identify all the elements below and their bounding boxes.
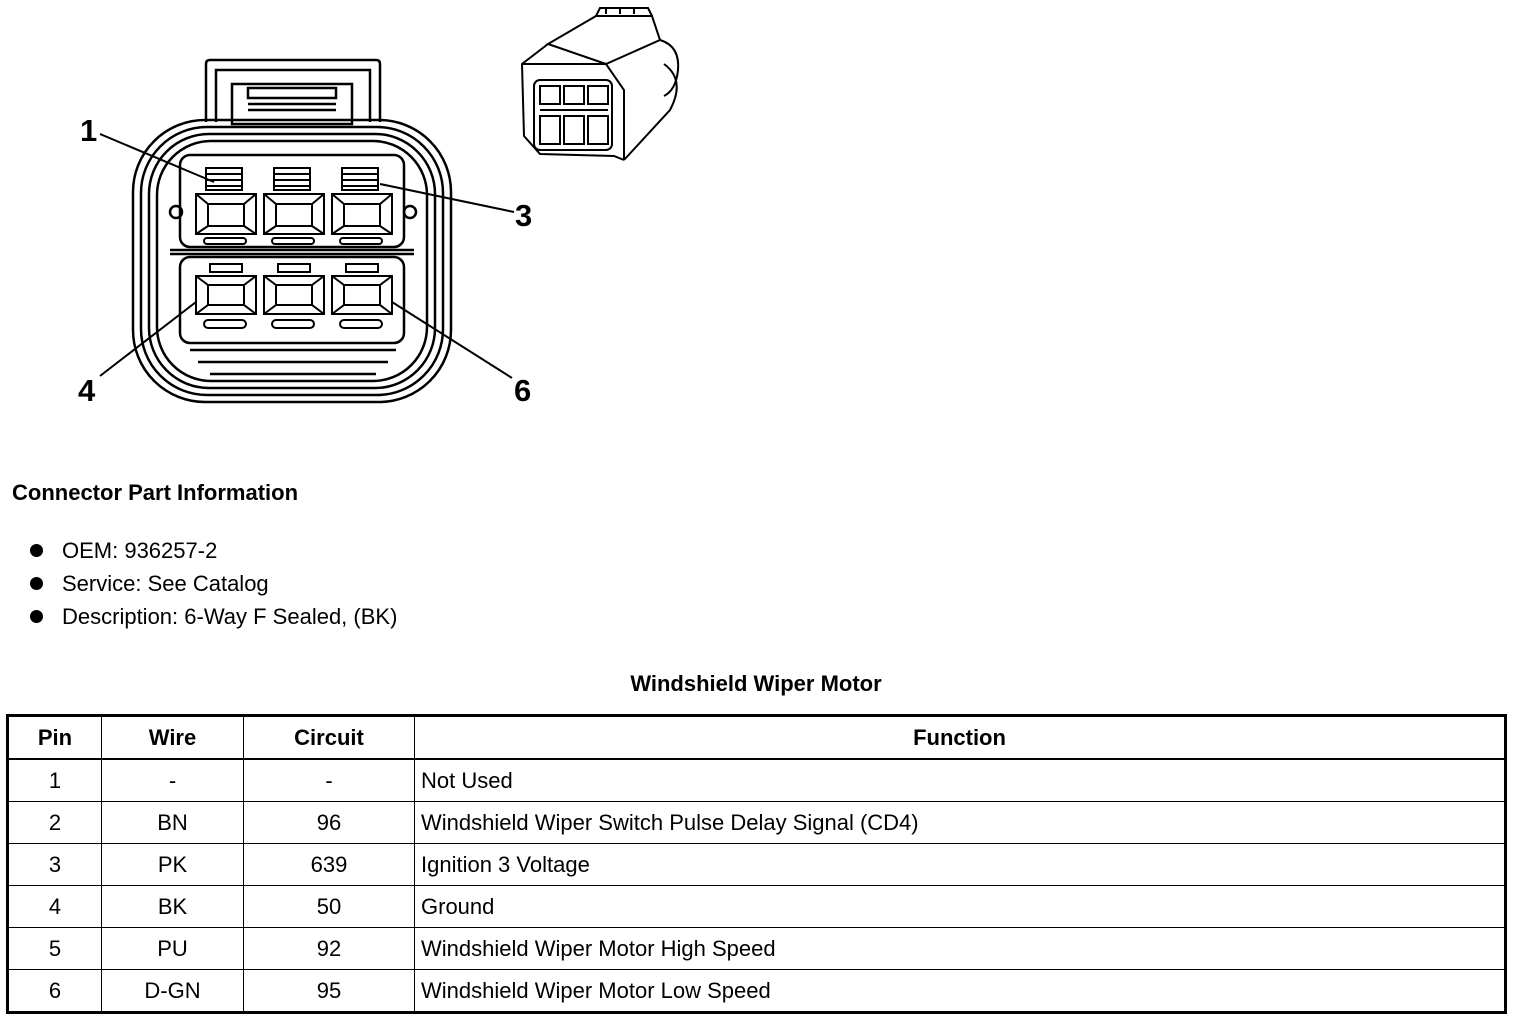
info-service: Service: See Catalog	[62, 571, 269, 596]
cell-function: Ground	[414, 885, 1506, 928]
cell-wire: BN	[101, 801, 244, 844]
table-title: Windshield Wiper Motor	[630, 671, 882, 696]
top-terminals	[195, 167, 393, 245]
cell-circuit: 95	[243, 969, 415, 1013]
cell-pin: 2	[7, 801, 102, 844]
cell-function: Windshield Wiper Motor High Speed	[414, 927, 1506, 970]
table-row: 6 D-GN 95 Windshield Wiper Motor Low Spe…	[7, 969, 1506, 1013]
cell-pin: 3	[7, 843, 102, 886]
table-row: 5 PU 92 Windshield Wiper Motor High Spee…	[7, 927, 1506, 970]
header-wire: Wire	[101, 715, 244, 760]
terminal-pin-1	[195, 167, 257, 235]
cell-wire: -	[101, 758, 244, 802]
cell-circuit: 96	[243, 801, 415, 844]
connector-info-list: OEM: 936257-2 Service: See Catalog Descr…	[30, 534, 397, 633]
bullet-icon	[30, 544, 43, 557]
cell-pin: 5	[7, 927, 102, 970]
connector-face	[131, 58, 453, 404]
cell-wire: PU	[101, 927, 244, 970]
cell-wire: BK	[101, 885, 244, 928]
table-row: 3 PK 639 Ignition 3 Voltage	[7, 843, 1506, 886]
connector-diagram: 1 3 4 6	[78, 7, 680, 408]
callout-pin-3: 3	[515, 198, 532, 233]
cell-function: Ignition 3 Voltage	[414, 843, 1506, 886]
list-item: Description: 6-Way F Sealed, (BK)	[30, 600, 397, 633]
terminal-pin-6	[331, 263, 393, 315]
callout-pin-1: 1	[80, 113, 97, 148]
info-description: Description: 6-Way F Sealed, (BK)	[62, 604, 398, 629]
connector-3d-view	[520, 7, 680, 161]
info-oem: OEM: 936257-2	[62, 538, 218, 563]
cell-wire: PK	[101, 843, 244, 886]
table-row: 2 BN 96 Windshield Wiper Switch Pulse De…	[7, 801, 1506, 844]
callout-pin-6: 6	[514, 373, 531, 408]
cell-wire: D-GN	[101, 969, 244, 1013]
cell-circuit: 50	[243, 885, 415, 928]
list-item: Service: See Catalog	[30, 567, 397, 600]
terminal-pin-3	[331, 167, 393, 235]
table-header-row: Pin Wire Circuit Function	[7, 715, 1506, 760]
table-row: 4 BK 50 Ground	[7, 885, 1506, 928]
cell-function: Windshield Wiper Motor Low Speed	[414, 969, 1506, 1013]
callout-pin-4: 4	[78, 373, 96, 408]
cell-pin: 4	[7, 885, 102, 928]
cell-circuit: 639	[243, 843, 415, 886]
bullet-icon	[30, 577, 43, 590]
cell-circuit: 92	[243, 927, 415, 970]
terminal-pin-5	[263, 263, 325, 315]
connector-info-title: Connector Part Information	[12, 480, 299, 505]
header-circuit: Circuit	[243, 715, 415, 760]
cell-function: Not Used	[414, 758, 1506, 802]
header-function: Function	[414, 715, 1506, 760]
terminal-pin-2	[263, 167, 325, 235]
callout-leaders	[99, 133, 515, 379]
cell-function: Windshield Wiper Switch Pulse Delay Sign…	[414, 801, 1506, 844]
cell-pin: 6	[7, 969, 102, 1013]
cell-pin: 1	[7, 758, 102, 802]
bullet-icon	[30, 610, 43, 623]
terminal-pin-4	[195, 263, 257, 315]
bottom-terminals	[195, 263, 393, 329]
cell-circuit: -	[243, 758, 415, 802]
table-row: 1 - - Not Used	[7, 758, 1506, 802]
pinout-table: Pin Wire Circuit Function 1 - - Not Used…	[6, 714, 1507, 1014]
list-item: OEM: 936257-2	[30, 534, 397, 567]
header-pin: Pin	[7, 715, 102, 760]
